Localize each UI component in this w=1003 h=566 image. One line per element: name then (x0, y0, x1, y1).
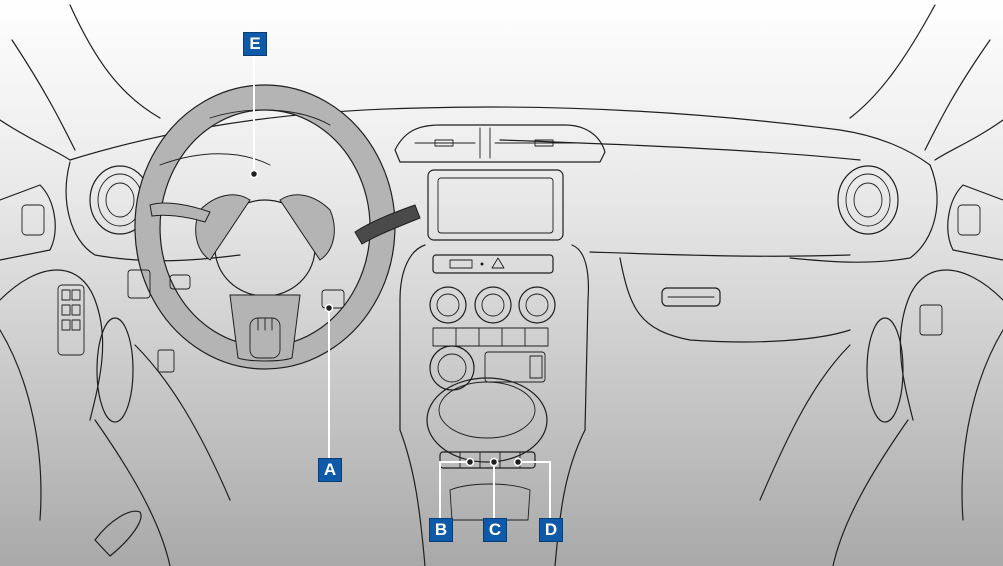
center-air-vents (394, 124, 606, 163)
steering-wheel (127, 84, 396, 373)
glove-box (661, 287, 721, 307)
leader-lines (249, 54, 551, 518)
wiper-lever (354, 204, 421, 245)
callout-a: A (318, 458, 342, 482)
callout-c: C (483, 518, 507, 542)
center-stack (399, 244, 590, 431)
center-display (427, 169, 564, 241)
callout-d: D (539, 518, 563, 542)
callout-b: B (429, 518, 453, 542)
right-door-panel (759, 184, 1003, 566)
center-console (399, 377, 586, 566)
windshield-pillars (0, 4, 1003, 161)
left-door-panel (0, 184, 231, 566)
callout-e: E (243, 32, 267, 56)
dashboard-outline (65, 106, 938, 343)
right-air-vent (837, 165, 899, 235)
turn-signal-lever (149, 202, 211, 223)
